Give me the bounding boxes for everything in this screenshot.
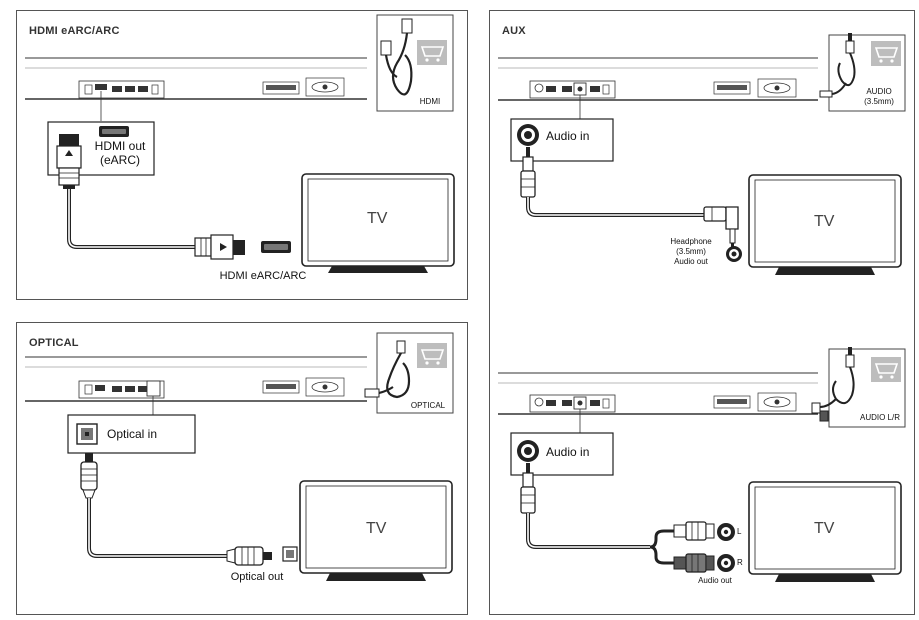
audio-jack-icon [517, 124, 539, 146]
audio-in-label: Audio in [546, 129, 590, 143]
cable-label: OPTICAL [410, 401, 446, 410]
audio-cable-icon [819, 33, 856, 98]
tv-label: TV [366, 520, 387, 537]
soundbar [25, 57, 367, 100]
hdmi-out-label: HDMI out (eARC) [94, 139, 146, 167]
audio-jack-icon [517, 440, 539, 462]
hdmi-diagram [25, 14, 455, 273]
cable-label: AUDIO L/R [859, 413, 900, 422]
rca-plug-icon [673, 521, 715, 541]
audio-plug-icon [703, 206, 739, 247]
hdmi-port-icon [261, 241, 291, 253]
rca-plug-icon [673, 553, 715, 573]
audio-plug-icon [520, 147, 536, 198]
audio-in-label: Audio in [546, 445, 590, 459]
hdmi-cable-icon [380, 18, 413, 96]
optical-port-icon [76, 423, 98, 445]
panel-title: HDMI eARC/ARC [29, 25, 120, 37]
hdmi-port-icon [99, 126, 129, 137]
cart-icon [417, 40, 447, 65]
rca-jack-icon [717, 523, 735, 541]
soundbar [498, 57, 818, 101]
soundbar [25, 356, 367, 402]
tv-icon [748, 481, 902, 582]
audio-jack-icon [726, 246, 742, 262]
optical-cable-icon [364, 340, 411, 399]
optical-plug-icon [80, 453, 98, 499]
tv-port-label: HDMI eARC/ARC [219, 270, 307, 282]
hdmi-panel: HDMI eARC/ARC [16, 10, 468, 300]
rca-jack-icon [717, 554, 735, 572]
hdmi-plug-icon [194, 234, 245, 260]
panel-title: OPTICAL [29, 337, 79, 349]
panel-title: AUX [502, 25, 526, 37]
cart-icon [417, 343, 447, 368]
optical-panel: OPTICAL [16, 322, 468, 615]
optical-diagram [25, 332, 454, 581]
tv-port-label: Headphone (3.5mm) Audio out [670, 237, 712, 266]
tv-label: TV [814, 520, 835, 537]
aux-panel: AUX [489, 10, 915, 615]
hdmi-plug-icon [56, 134, 82, 189]
left-channel-label: L [737, 527, 742, 536]
cart-icon [871, 357, 901, 382]
rca-cable-icon [811, 347, 855, 422]
right-channel-label: R [737, 558, 743, 567]
cable-label: AUDIO (3.5mm) [864, 87, 894, 106]
tv-icon [748, 174, 902, 275]
tv-label: TV [814, 213, 835, 230]
tv-port-label: Optical out [230, 571, 284, 583]
optical-port-icon [282, 546, 298, 562]
audio-plug-icon [520, 463, 536, 514]
tv-icon [299, 480, 453, 581]
soundbar [498, 372, 818, 415]
tv-label: TV [367, 210, 388, 227]
optical-in-label: Optical in [107, 427, 158, 441]
tv-port-label: Audio out [698, 576, 732, 585]
aux-diagram [498, 33, 906, 582]
tv-icon [301, 173, 455, 273]
optical-plug-icon [226, 546, 272, 566]
cart-icon [871, 41, 901, 66]
cable-label: HDMI [419, 97, 441, 106]
